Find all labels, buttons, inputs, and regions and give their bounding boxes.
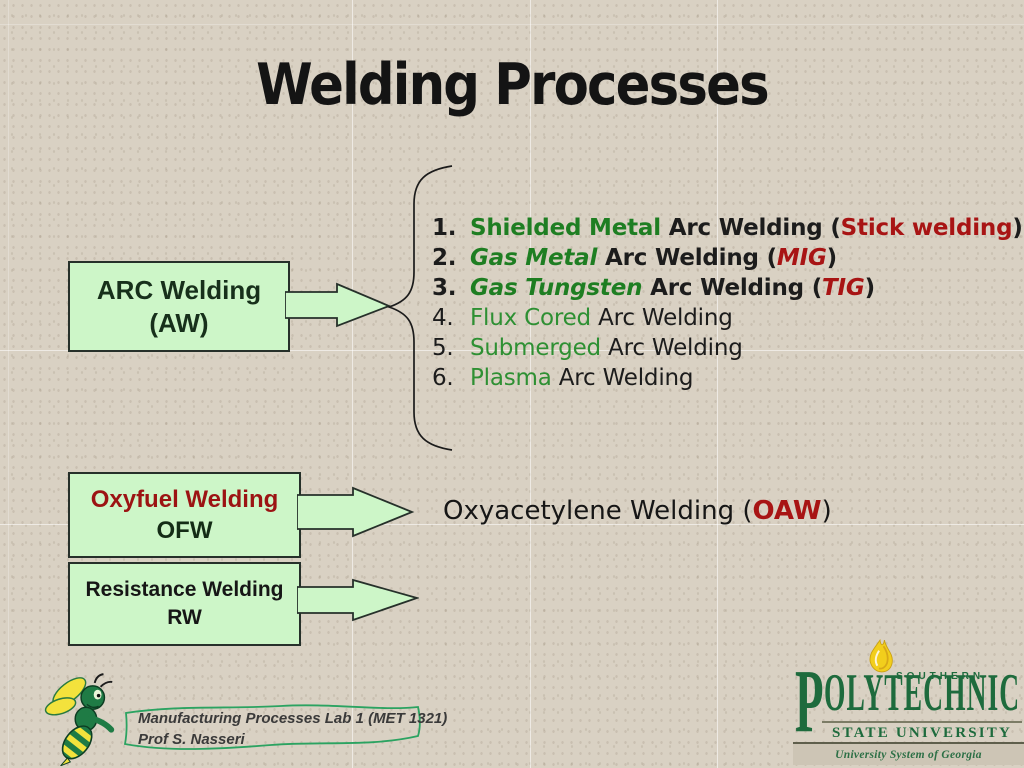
list-item-text: Arc Welding [590,305,733,331]
list-item-number: 6. [432,365,454,391]
list-item-process-name: Gas Tungsten [470,275,643,301]
slide-title: Welding Processes [256,52,769,118]
oxyfuel-box-line1: Oxyfuel Welding [90,486,279,513]
arrow-icon [285,282,391,328]
university-logo: SOUTHERN P OLYTECHNIC STATE UNIVERSITY U… [793,634,1024,768]
credit-banner [123,704,421,750]
list-item-close-paren: ) [864,275,876,301]
list-item-process-name: Submerged [470,335,601,361]
grid-line-horizontal [0,350,1024,351]
list-item-process-name: Flux Cored [470,305,591,331]
list-item-abbreviation: MIG [776,245,827,271]
arrow-icon [297,578,419,622]
list-item-number: 3. [432,275,457,301]
grid-line-horizontal [0,24,1024,25]
resistance-box-line1: Resistance Welding [85,578,284,601]
list-item-text: Arc Welding [600,335,743,361]
grid-line-vertical [717,0,718,768]
grid-line-horizontal [0,524,1024,525]
arc-welding-box-line1: ARC Welding [96,274,262,305]
logo-system-band: University System of Georgia [793,742,1024,765]
arc-welding-box: ARC Welding (AW) [68,261,290,352]
list-item-text: Arc Welding ( [660,215,841,241]
grid-line-vertical [352,0,353,768]
list-item: 1. Shielded Metal Arc Welding (Stick weld… [432,213,1024,243]
resistance-box-line2: RW [167,606,202,629]
oxyfuel-welding-box: Oxyfuel Welding OFW [68,472,301,558]
list-item-abbreviation: TIG [822,275,865,301]
oxyacetylene-abbreviation: OAW [752,496,822,526]
oxyacetylene-close-paren: ) [821,496,832,526]
credit-line1: Manufacturing Processes Lab 1 (MET 1321) [138,710,448,727]
list-item-text: Arc Welding ( [597,245,777,271]
list-item-number: 4. [432,305,454,331]
logo-divider-line [822,721,1022,723]
list-item-close-paren: ) [826,245,838,271]
logo-polytechnic-initial: P [795,652,824,751]
oxyacetylene-text-open: Oxyacetylene Welding ( [443,496,753,526]
list-item-abbreviation: Stick welding [840,215,1013,241]
arc-welding-list: 1.Shielded Metal Arc Welding (Stick weld… [432,213,1024,393]
grid-line-vertical [530,0,531,768]
grid-line-vertical [8,0,9,768]
list-item-number: 1. [432,215,457,241]
list-item: 2. Gas Metal Arc Welding (MIG) [432,243,1024,273]
logo-state-university-text: STATE UNIVERSITY [831,725,1013,741]
credit-text: Manufacturing Processes Lab 1 (MET 1321)… [138,708,447,750]
arrow-icon [297,486,415,538]
oxyfuel-box-line2: OFW [156,517,213,544]
hornet-mascot-icon [44,673,115,766]
flame-icon [869,638,893,673]
list-item-process-name: Gas Metal [470,245,598,271]
list-item-text: Arc Welding ( [642,275,823,301]
list-item: 4. Flux Cored Arc Welding [432,303,1024,333]
list-item-number: 5. [432,335,454,361]
logo-polytechnic-text: OLYTECHNIC [824,664,1021,722]
curly-brace-icon [386,165,453,451]
list-item-process-name: Plasma [470,365,552,391]
list-item: 6. Plasma Arc Welding [432,363,1024,393]
list-item-number: 2. [432,245,457,271]
credit-line2: Prof S. Nasseri [138,731,245,748]
logo-southern-text: SOUTHERN [896,671,985,682]
resistance-welding-box: Resistance Welding RW [68,562,301,646]
logo-system-text: University System of Georgia [835,748,982,761]
list-item-process-name: Shielded Metal [470,215,661,241]
list-item: 5. Submerged Arc Welding [432,333,1024,363]
list-item-text: Arc Welding [551,365,694,391]
arc-welding-box-line2: (AW) [149,307,209,338]
list-item-close-paren: ) [1012,215,1023,241]
oxyacetylene-text: Oxyacetylene Welding (OAW) [443,496,832,526]
list-item: 3. Gas Tungsten Arc Welding (TIG) [432,273,1024,303]
